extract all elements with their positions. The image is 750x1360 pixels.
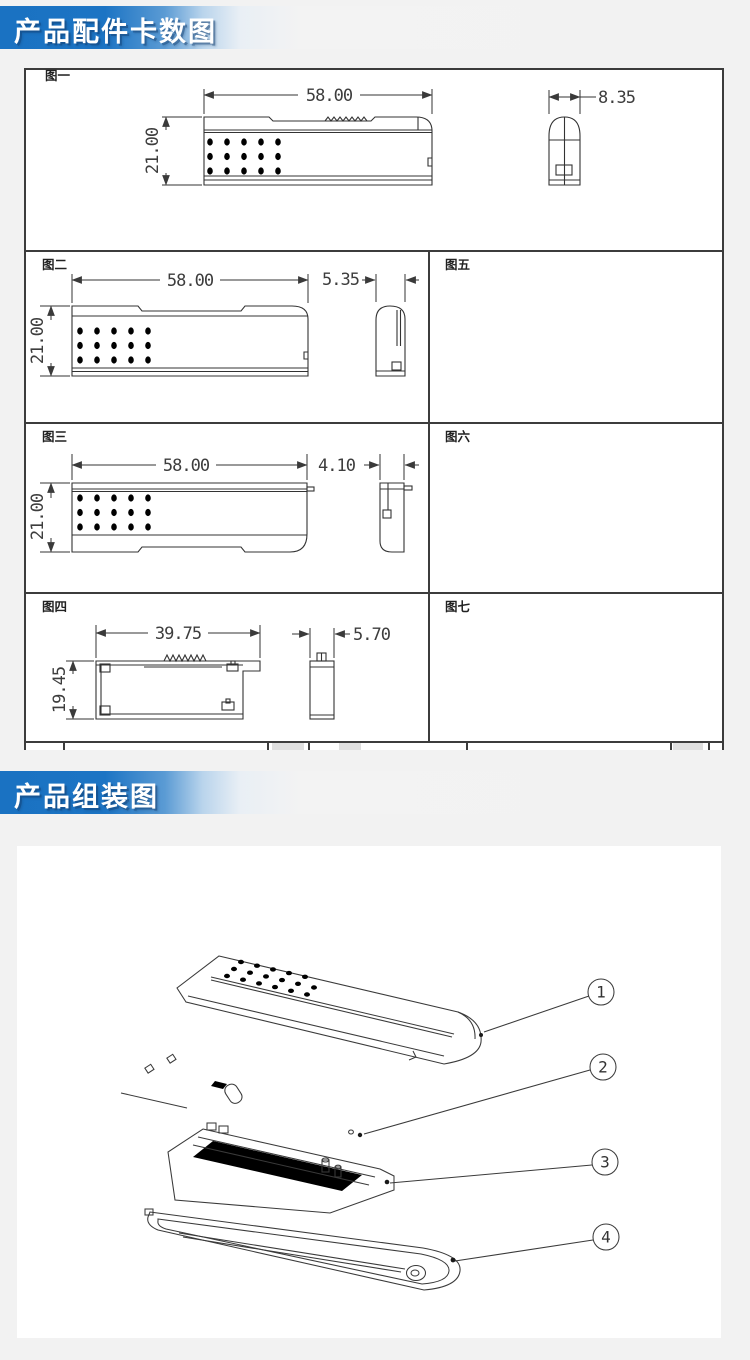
fig4-dim-height: 19.45 [50, 660, 94, 720]
column-divider [428, 250, 430, 741]
svg-text:58.00: 58.00 [167, 271, 214, 291]
fig4-label: 图四 [42, 599, 68, 614]
titleblock-faint-text [339, 743, 361, 750]
svg-text:2: 2 [598, 1058, 608, 1077]
row-divider-2 [24, 422, 724, 424]
part-pcb-usb [118, 1053, 368, 1138]
exploded-view-drawing: 1 2 3 4 [118, 955, 620, 1291]
svg-text:21.00: 21.00 [143, 127, 163, 174]
titleblock-faint-text [673, 743, 703, 750]
parts-section-title: 产品配件卡数图 [14, 17, 217, 48]
sheet-border-left [24, 68, 26, 750]
part-bottom-cover [144, 1208, 461, 1291]
svg-text:8.35: 8.35 [598, 88, 635, 108]
part-top-cover [176, 955, 483, 1065]
part-inner-frame [167, 1122, 395, 1214]
leader-line-1 [483, 995, 590, 1033]
fig1-front-view [203, 116, 433, 186]
assembly-diagram-sheet: 1 2 3 4 [17, 846, 721, 1338]
balloon-2: 2 [589, 1053, 617, 1081]
assembly-section-banner: 产品组装图 [0, 771, 750, 814]
titleblock-stub [670, 741, 672, 750]
leader-line-4 [454, 1239, 594, 1262]
svg-text:5.35: 5.35 [322, 270, 359, 290]
svg-text:5.70: 5.70 [353, 625, 391, 645]
titleblock-stub [466, 741, 468, 750]
balloon-1: 1 [587, 978, 615, 1006]
fig1-drawing: 58.00 21.00 8.35 [143, 86, 636, 186]
assembly-section-title: 产品组装图 [14, 782, 159, 813]
fig4-drawing: 39.75 19.45 5.70 [50, 624, 392, 720]
fig4-dim-width: 39.75 [95, 624, 261, 658]
fig2-front-view [71, 305, 309, 377]
svg-text:21.00: 21.00 [28, 317, 48, 364]
parts-diagram-sheet: 图一 图二 图三 图四 图五 图六 图七 58.00 [24, 68, 724, 750]
titleblock-stub [63, 741, 65, 750]
balloon-3: 3 [591, 1148, 619, 1176]
fig3-front-view [71, 482, 315, 553]
fig2-dim-height: 21.00 [28, 305, 70, 377]
fig4-dim-side: 5.70 [292, 625, 392, 658]
fig1-dim-width: 58.00 [203, 86, 433, 114]
fig3-drawing: 58.00 21.00 4.10 [28, 454, 419, 553]
fig1-side-view [548, 116, 581, 186]
titleblock-faint-text [272, 743, 304, 750]
fig4-side-view [309, 652, 335, 720]
fig2-drawing: 58.00 21.00 5.35 [28, 270, 419, 377]
titleblock-stub [308, 741, 310, 750]
fig6-label: 图六 [445, 429, 471, 444]
sheet-border-right [722, 68, 724, 750]
fig7-label: 图七 [445, 599, 471, 614]
svg-text:58.00: 58.00 [163, 456, 210, 476]
fig5-label: 图五 [445, 257, 471, 272]
parts-section-banner: 产品配件卡数图 [0, 6, 750, 49]
row-divider-3 [24, 592, 724, 594]
fig3-label: 图三 [42, 429, 68, 444]
balloon-4: 4 [592, 1223, 620, 1251]
svg-text:39.75: 39.75 [155, 624, 201, 644]
fig1-label: 图一 [45, 68, 71, 83]
row-divider-1 [24, 250, 724, 252]
svg-text:1: 1 [596, 983, 606, 1002]
fig3-dim-side: 4.10 [318, 454, 419, 480]
svg-text:21.00: 21.00 [28, 493, 48, 540]
titleblock-stub [708, 741, 710, 750]
fig3-side-view [379, 482, 413, 553]
svg-text:4: 4 [601, 1228, 611, 1247]
svg-text:3: 3 [600, 1153, 610, 1172]
fig3-dim-width: 58.00 [71, 454, 308, 480]
leader-line-3 [389, 1164, 593, 1184]
svg-text:58.00: 58.00 [306, 86, 353, 106]
leader-line-2 [363, 1069, 591, 1135]
fig2-label: 图二 [42, 257, 68, 272]
titleblock-stub [267, 741, 269, 750]
fig2-dim-side: 5.35 [322, 270, 419, 302]
fig1-dim-height: 21.00 [143, 116, 202, 186]
fig2-dim-width: 58.00 [71, 271, 309, 303]
sheet-border-top [24, 68, 724, 70]
row-divider-4 [24, 741, 724, 743]
fig1-dim-side: 8.35 [548, 88, 636, 114]
fig4-front-view [95, 653, 261, 720]
fig2-side-view [375, 305, 406, 377]
fig3-dim-height: 21.00 [28, 482, 70, 553]
svg-text:4.10: 4.10 [318, 456, 356, 476]
svg-text:19.45: 19.45 [50, 667, 70, 713]
